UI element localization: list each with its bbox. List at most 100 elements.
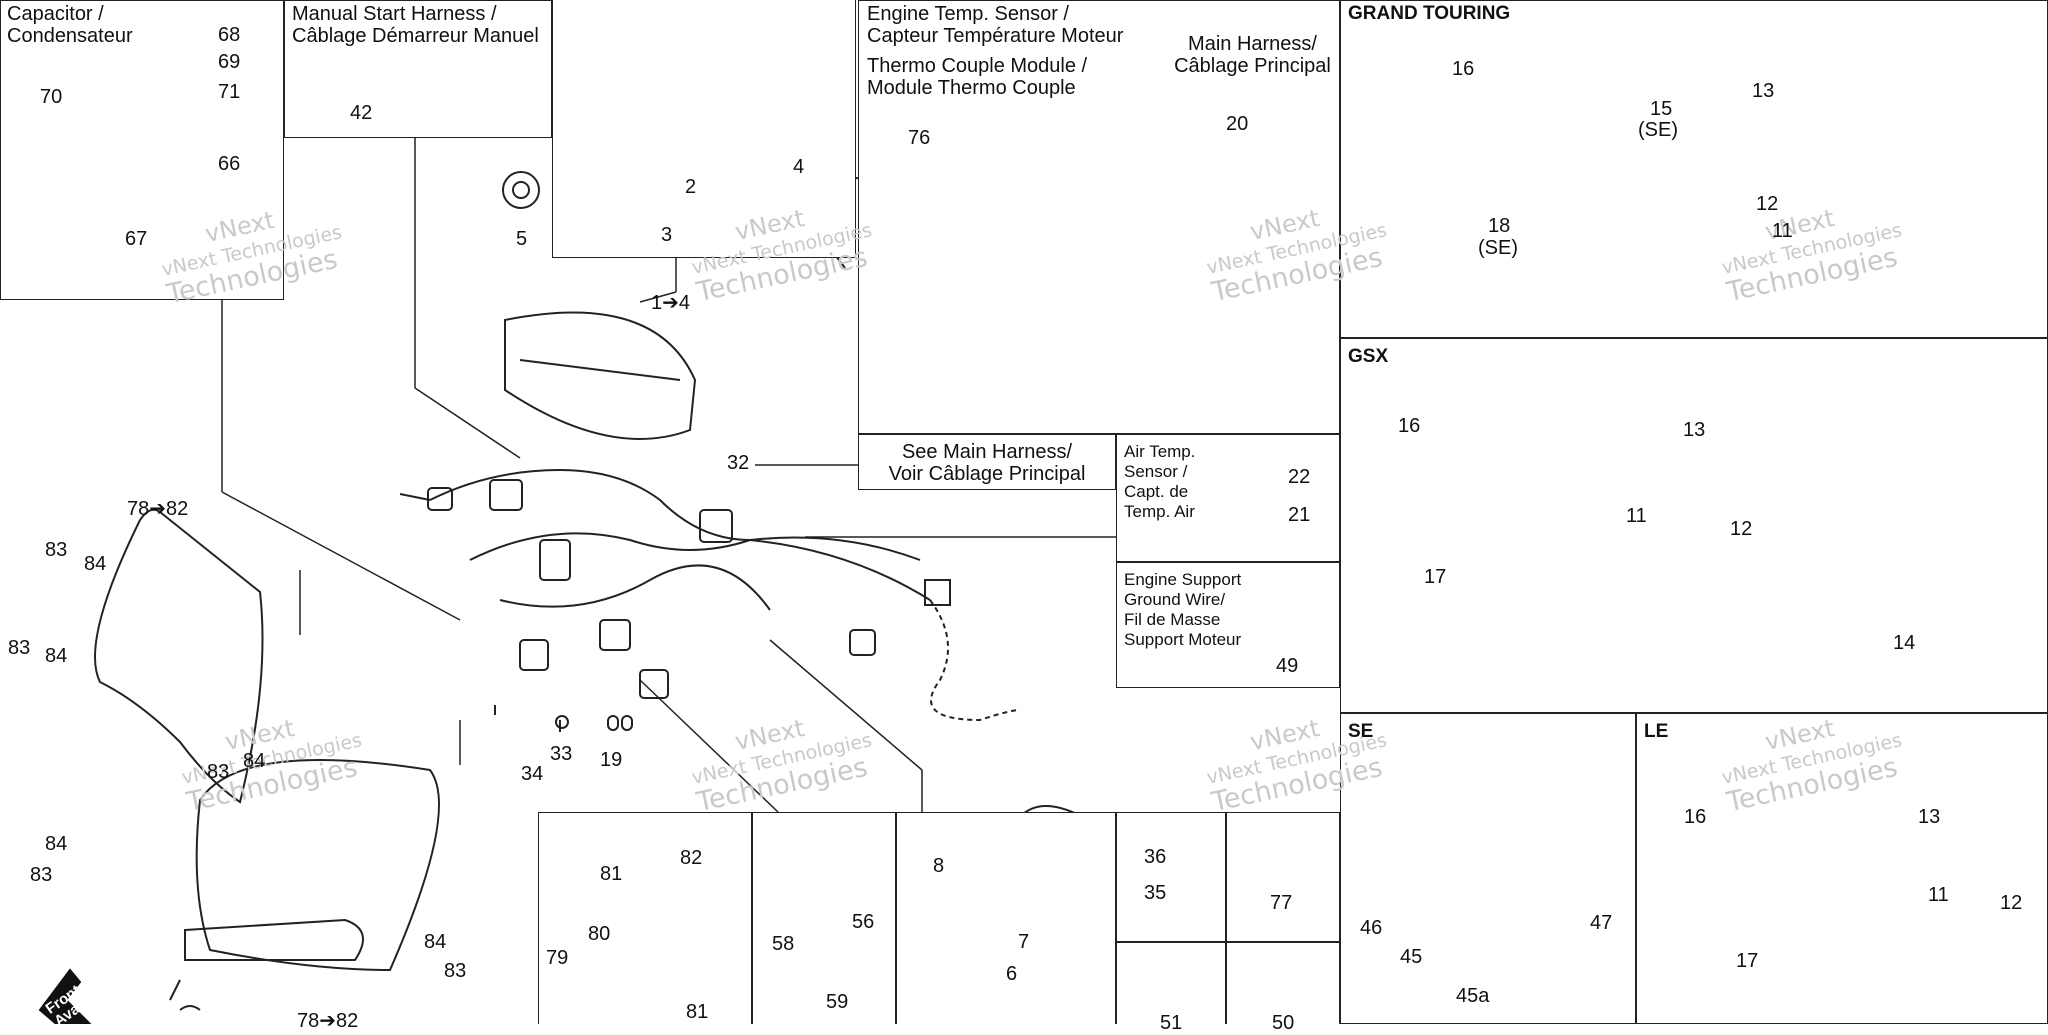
callout-79: 79 [546, 947, 569, 969]
idler-panel [752, 812, 896, 1024]
callout-83: 83 [8, 637, 31, 659]
headlight-art [94, 508, 440, 1011]
engine-temp-title: Engine Temp. Sensor / Capteur Températur… [867, 3, 1124, 99]
main-harness-art [399, 311, 1021, 732]
callout-20: 20 [1226, 113, 1249, 135]
small-panel-51 [1116, 942, 1226, 1024]
main-harness-title: Main Harness/ Câblage Principal [1174, 33, 1331, 77]
callout-1-to-4: 1➔4 [651, 292, 691, 314]
callout-32: 32 [727, 452, 750, 474]
grand-touring-title: GRAND TOURING [1348, 3, 1511, 24]
callout-34: 34 [521, 763, 544, 785]
manual-start-panel [284, 0, 552, 138]
callout-5: 5 [516, 228, 528, 250]
gt-callout-12: 12 [1756, 193, 1779, 215]
small-panel-36 [1116, 812, 1226, 942]
callout-83: 83 [45, 539, 68, 561]
callout-77: 77 [1270, 892, 1293, 914]
callout-36: 36 [1144, 846, 1167, 868]
callout-84: 84 [84, 553, 107, 575]
air-temp-title: Air Temp. Sensor / Capt. de Temp. Air [1124, 442, 1196, 521]
engine-temp-panel [858, 0, 1340, 434]
gt-callout-15: 15 [1650, 98, 1673, 120]
gauge-panel [552, 0, 856, 258]
callout-19: 19 [600, 749, 623, 771]
callout-59: 59 [826, 991, 849, 1013]
callout-83: 83 [207, 761, 230, 783]
callout-4: 4 [793, 156, 805, 178]
gsx-callout-11: 11 [1626, 505, 1647, 527]
callout-35: 35 [1144, 882, 1167, 904]
se-title: SE [1348, 721, 1374, 742]
gt-callout-15-se: (SE) [1638, 119, 1678, 141]
se-callout-46: 46 [1360, 917, 1383, 939]
gsx-callout-12: 12 [1730, 518, 1753, 540]
callout-84: 84 [424, 931, 447, 953]
air-temp-panel [1116, 434, 1340, 562]
gsx-callout-14: 14 [1893, 632, 1916, 654]
callout-56: 56 [852, 911, 875, 933]
callout-2: 2 [685, 176, 697, 198]
callout-81: 81 [600, 863, 623, 885]
callout-84: 84 [45, 645, 68, 667]
callout-8: 8 [933, 855, 945, 877]
le-callout-12: 12 [2000, 892, 2023, 914]
callout-21: 21 [1288, 504, 1311, 526]
callout-71: 71 [218, 81, 241, 103]
callout-84: 84 [243, 750, 266, 772]
front-arrow-art [38, 968, 92, 1024]
tether-panel [896, 812, 1116, 1024]
callout-66: 66 [218, 153, 241, 175]
gsx-callout-17: 17 [1424, 566, 1447, 588]
callout-76: 76 [908, 127, 931, 149]
le-panel [1636, 713, 2048, 1024]
see-main-harness-panel [858, 434, 1116, 490]
callout-78-82-bottom: 78➔82 [297, 1010, 359, 1032]
ground-wire-panel [1116, 562, 1340, 688]
gsx-callout-16: 16 [1398, 415, 1421, 437]
callout-83: 83 [444, 960, 467, 982]
le-callout-17: 17 [1736, 950, 1759, 972]
callout-33: 33 [550, 743, 573, 765]
bulb-panel [538, 812, 752, 1024]
le-title: LE [1644, 721, 1669, 742]
se-callout-47: 47 [1590, 912, 1613, 934]
capacitor-panel [0, 0, 284, 300]
callout-83: 83 [30, 864, 53, 886]
gt-callout-18: 18 [1488, 215, 1511, 237]
se-callout-45: 45 [1400, 946, 1423, 968]
se-callout-45a: 45a [1456, 985, 1490, 1007]
gsx-title: GSX [1348, 346, 1389, 367]
manual-start-title: Manual Start Harness / Câblage Démarreur… [292, 3, 539, 47]
small-panel-77 [1226, 812, 1340, 942]
gt-callout-18-se: (SE) [1478, 237, 1518, 259]
callout-6: 6 [1006, 963, 1018, 985]
callout-68: 68 [218, 24, 241, 46]
gt-callout-16: 16 [1452, 58, 1475, 80]
callout-67: 67 [125, 228, 148, 250]
grand-touring-panel [1340, 0, 2048, 338]
gt-callout-13: 13 [1752, 80, 1775, 102]
callout-58: 58 [772, 933, 795, 955]
callout-84: 84 [45, 833, 68, 855]
callout-42: 42 [350, 102, 373, 124]
small-panel-50 [1226, 942, 1340, 1024]
callout-81: 81 [686, 1001, 709, 1023]
callout-3: 3 [661, 224, 673, 246]
gt-callout-11: 11 [1772, 220, 1793, 242]
callout-49: 49 [1276, 655, 1299, 677]
callout-69: 69 [218, 51, 241, 73]
callout-7: 7 [1018, 931, 1030, 953]
le-callout-16: 16 [1684, 806, 1707, 828]
gsx-callout-13: 13 [1683, 419, 1706, 441]
ground-wire-title: Engine Support Ground Wire/ Fil de Masse… [1124, 570, 1242, 649]
le-callout-11: 11 [1928, 884, 1949, 906]
see-main-harness-title: See Main Harness/ Voir Câblage Principal [888, 441, 1086, 485]
callout-82: 82 [680, 847, 703, 869]
se-panel [1340, 713, 1636, 1024]
le-callout-13: 13 [1918, 806, 1941, 828]
gsx-panel [1340, 338, 2048, 713]
callout-70: 70 [40, 86, 63, 108]
callout-22: 22 [1288, 466, 1311, 488]
callout-80: 80 [588, 923, 611, 945]
